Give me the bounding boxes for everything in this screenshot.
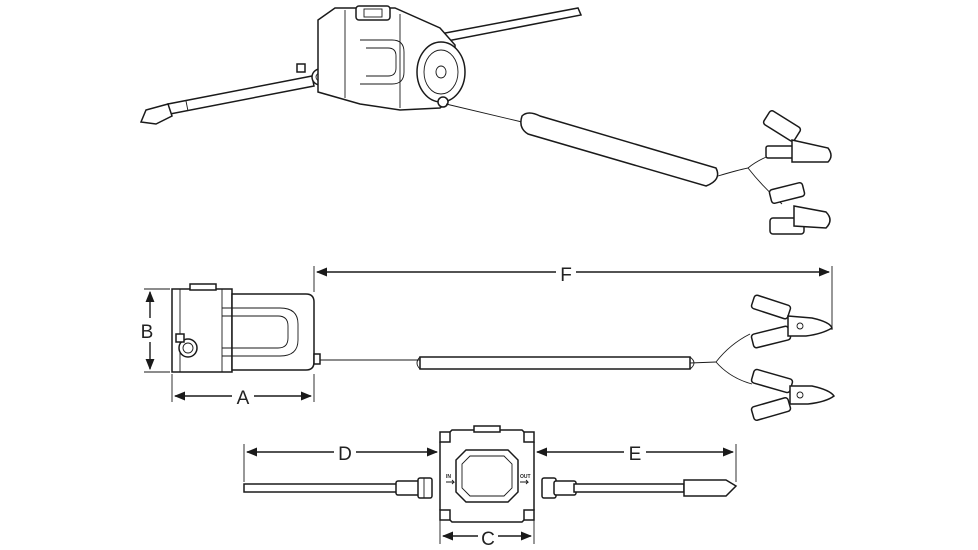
dimension-d-label: D <box>338 444 352 465</box>
pump-housing-isometric <box>317 5 466 111</box>
dimension-a-label: A <box>237 388 250 409</box>
battery-clip-lower-side <box>750 368 836 422</box>
pump-housing-top: IN OUT <box>439 425 535 523</box>
dimension-c: C <box>439 512 535 550</box>
pump-housing-side <box>171 283 321 373</box>
power-cord-isometric <box>445 103 783 205</box>
outlet-hose-isometric <box>439 7 583 43</box>
dimension-f-label: F <box>560 265 572 286</box>
top-view: D E <box>243 425 738 550</box>
dimension-b-label: B <box>141 322 154 343</box>
inlet-hose-isometric <box>139 63 329 125</box>
dimension-d: D <box>243 442 439 482</box>
side-view: B A F <box>138 262 836 422</box>
inlet-hose-top <box>243 477 433 499</box>
dimension-a: A <box>171 374 315 409</box>
isometric-view <box>139 5 832 235</box>
battery-clip-lower-isometric <box>768 181 831 235</box>
battery-clip-upper-isometric <box>762 110 832 163</box>
dimension-c-label: C <box>481 529 495 550</box>
dimension-f: F <box>313 262 833 330</box>
battery-clip-upper-side <box>750 294 833 349</box>
outlet-port-label: OUT <box>520 474 531 480</box>
outlet-hose-top <box>541 477 738 499</box>
dimension-e-label: E <box>629 444 642 465</box>
inlet-port-label: IN <box>446 474 451 480</box>
power-cord-side <box>320 333 753 385</box>
dimension-b: B <box>138 288 170 373</box>
dimension-e: E <box>535 442 737 482</box>
